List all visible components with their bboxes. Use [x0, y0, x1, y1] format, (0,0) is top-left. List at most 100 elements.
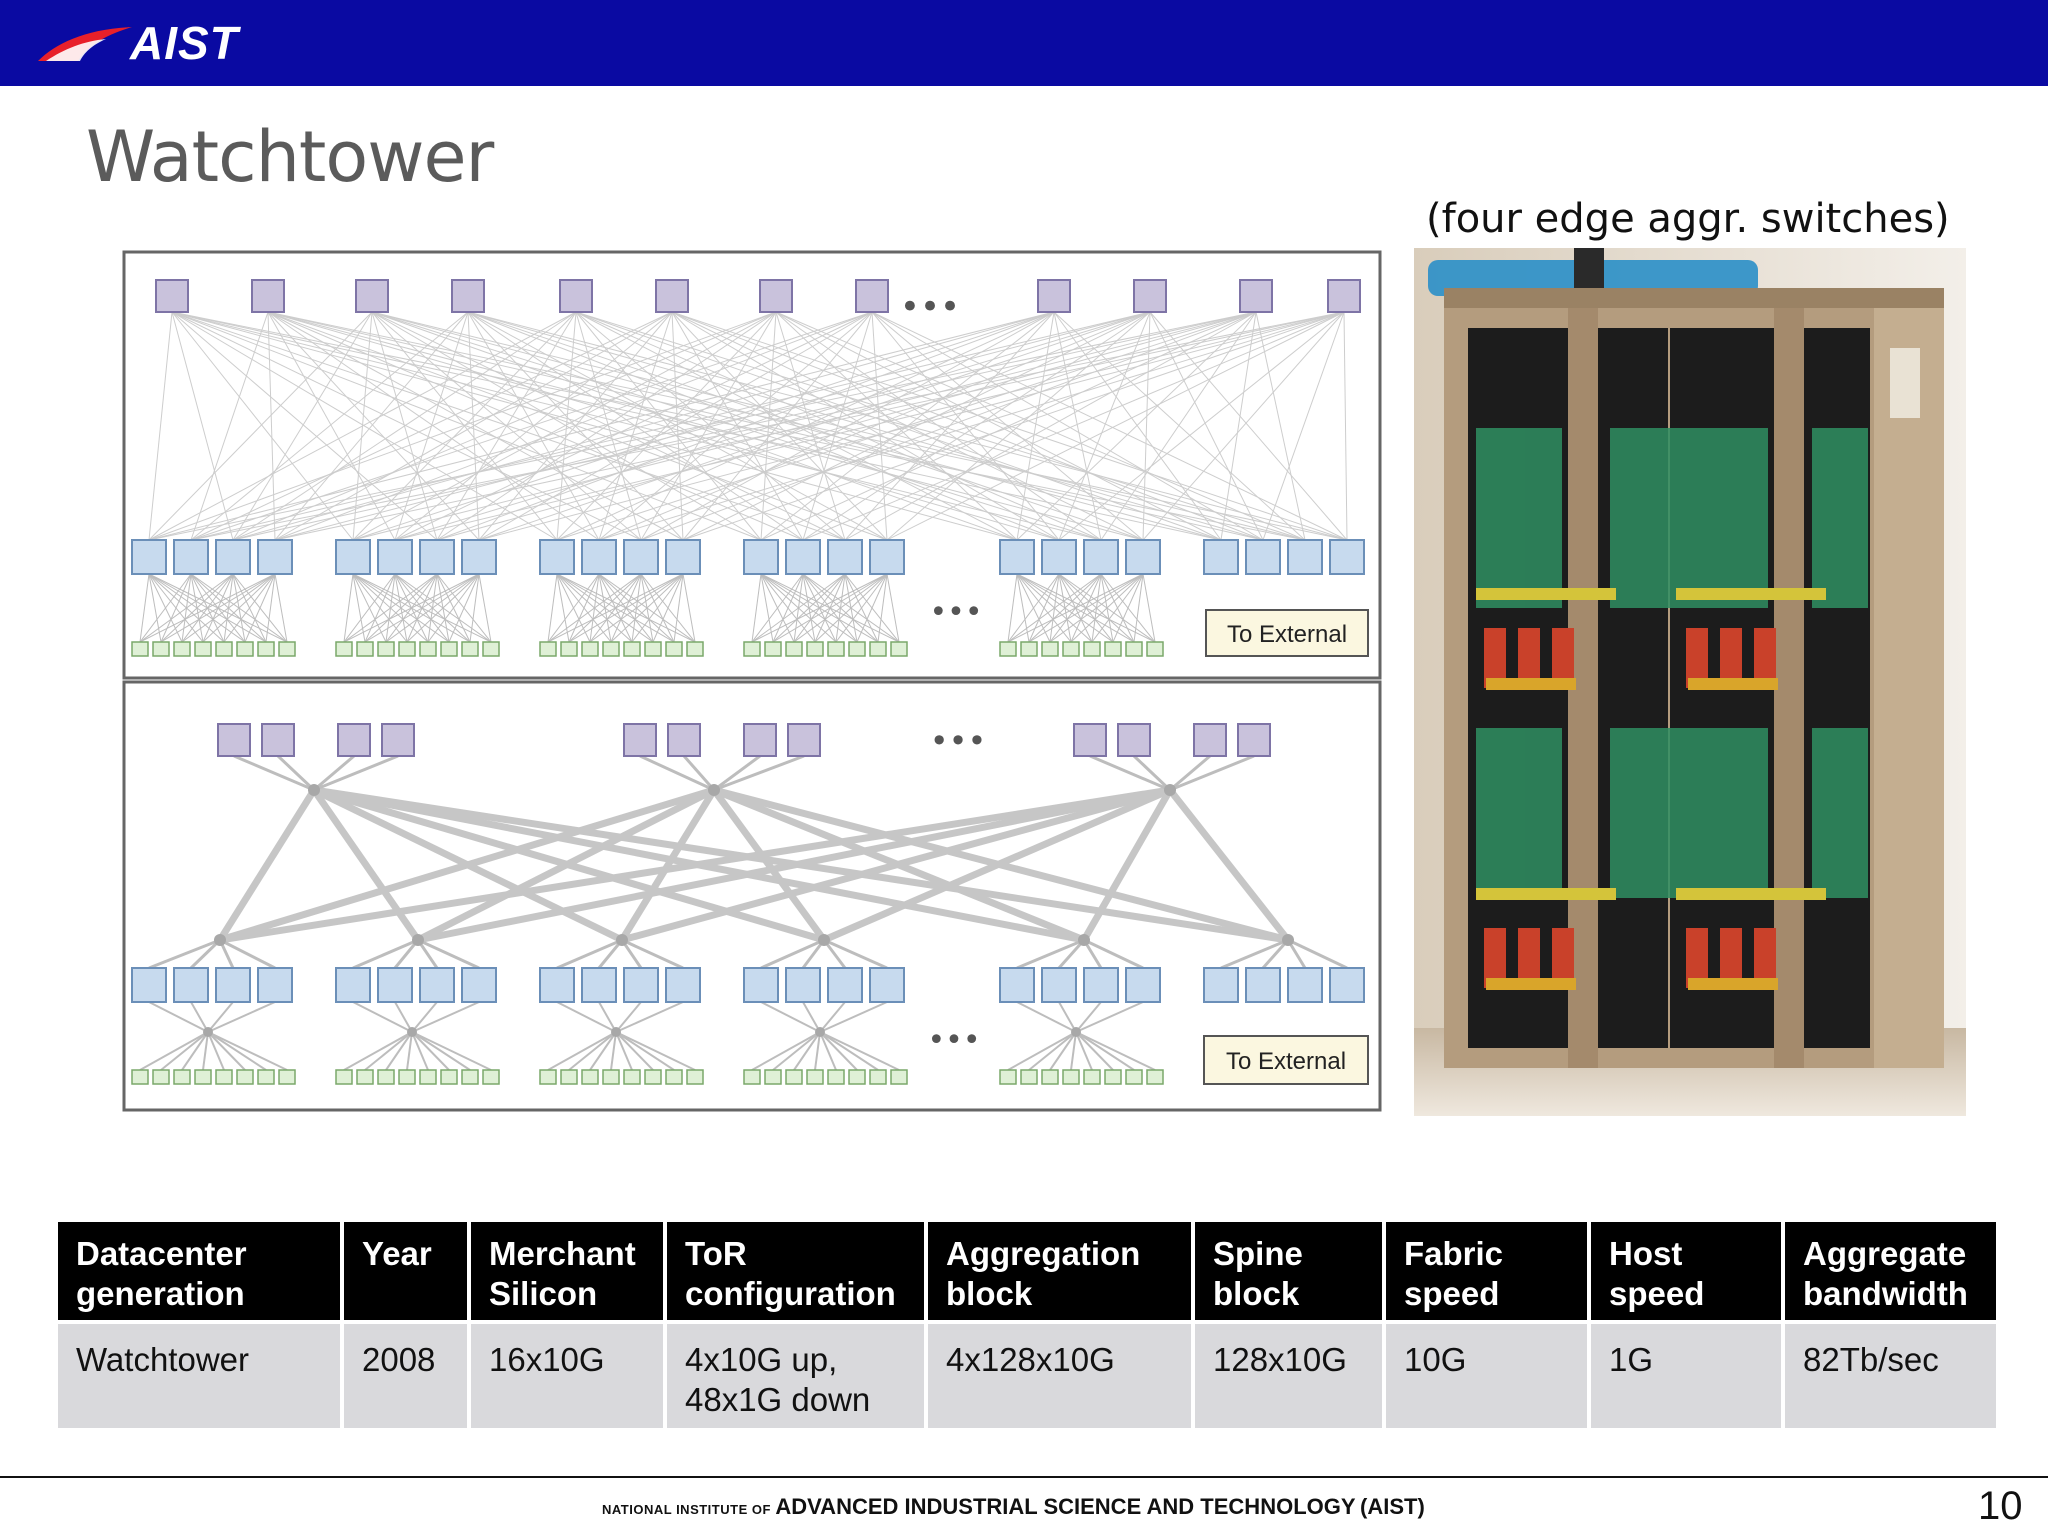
host-node	[743, 641, 761, 657]
table-cell: 1G	[1591, 1324, 1781, 1428]
aggregation-switch-node	[335, 539, 371, 575]
table-header-row: Datacenter generation Year Merchant Sili…	[58, 1222, 1996, 1320]
host-node	[1146, 641, 1164, 657]
aggregation-switch-node	[335, 967, 371, 1003]
host-node	[602, 641, 620, 657]
spine-switch-node	[261, 723, 295, 757]
host-node	[539, 1069, 557, 1085]
spine-hub-links	[233, 754, 1255, 792]
table-row: Watchtower 2008 16x10G 4x10G up, 48x1G d…	[58, 1324, 1996, 1428]
host-node	[1062, 1069, 1080, 1085]
aggregation-switch-node	[665, 539, 701, 575]
host-node	[623, 641, 641, 657]
host-node	[644, 1069, 662, 1085]
aggregation-switch-node	[623, 539, 659, 575]
host-node	[398, 641, 416, 657]
aggregation-switch-node	[215, 967, 251, 1003]
host-node	[152, 641, 170, 657]
aggregation-switch-node	[461, 967, 497, 1003]
diagram-panel-top	[122, 250, 1382, 680]
spine-switch-node	[559, 279, 593, 313]
aggregation-switch-node	[785, 967, 821, 1003]
host-node	[1146, 1069, 1164, 1085]
host-node	[890, 1069, 908, 1085]
host-node	[236, 641, 254, 657]
ellipsis-text: •••	[930, 722, 987, 760]
agg-host-links	[139, 1001, 1156, 1071]
aggregation-switch-node	[539, 967, 575, 1003]
aist-swoosh-icon	[38, 27, 132, 61]
aggregation-switch-node	[827, 539, 863, 575]
host-node	[827, 641, 845, 657]
junction-dot	[708, 784, 720, 796]
aggregation-switch-node	[1125, 967, 1161, 1003]
aggregation-switch-node	[1287, 539, 1323, 575]
aggregation-switch-node	[461, 539, 497, 575]
table-header-cell: Host speed	[1591, 1222, 1781, 1320]
table-cell: 2008	[344, 1324, 467, 1428]
logo-text: AIST	[130, 17, 239, 69]
aggregation-switch-node	[419, 539, 455, 575]
host-node	[665, 1069, 683, 1085]
host-node	[581, 1069, 599, 1085]
spine-switch-node	[655, 279, 689, 313]
junction-dot	[412, 934, 424, 946]
host-node	[623, 1069, 641, 1085]
spine-switch-node	[1237, 723, 1271, 757]
host-node	[785, 641, 803, 657]
host-node	[278, 641, 296, 657]
aggregation-switch-node	[257, 539, 293, 575]
ellipsis-text: •••	[929, 595, 982, 630]
aggregation-switch-node	[581, 539, 617, 575]
to-external-label: To External	[1226, 1048, 1346, 1075]
host-node	[560, 1069, 578, 1085]
aggregation-switch-node	[743, 967, 779, 1003]
host-node	[173, 1069, 191, 1085]
aggregation-switch-node	[377, 967, 413, 1003]
host-node	[806, 641, 824, 657]
spine-switch-node	[155, 279, 189, 313]
table-cell: Watchtower	[58, 1324, 340, 1428]
table-header-cell: Merchant Silicon	[471, 1222, 663, 1320]
header-bar: AIST	[0, 0, 2048, 86]
host-node	[686, 641, 704, 657]
aggregation-switch-node	[1083, 539, 1119, 575]
host-node	[278, 1069, 296, 1085]
spine-switch-node	[1073, 723, 1107, 757]
host-node	[644, 641, 662, 657]
table-header-cell: Year	[344, 1222, 467, 1320]
table-cell: 10G	[1386, 1324, 1587, 1428]
spine-switch-node	[667, 723, 701, 757]
host-node	[848, 1069, 866, 1085]
table-cell: 4x128x10G	[928, 1324, 1191, 1428]
junction-dot	[203, 1027, 213, 1037]
junction-dot	[1282, 934, 1294, 946]
host-node	[890, 641, 908, 657]
ellipsis-text: •••	[900, 287, 960, 327]
host-node	[869, 1069, 887, 1085]
host-node	[377, 641, 395, 657]
page-number: 10	[1978, 1484, 2023, 1528]
aggregation-switch-node	[999, 967, 1035, 1003]
table-header-cell: Aggregate bandwidth	[1785, 1222, 1996, 1320]
aggregation-switch-node	[173, 539, 209, 575]
spine-switch-node	[217, 723, 251, 757]
junction-dot	[815, 1027, 825, 1037]
host-node	[1020, 641, 1038, 657]
host-node	[335, 641, 353, 657]
photo-caption: (four edge aggr. switches)	[1426, 196, 1950, 242]
host-node	[131, 641, 149, 657]
junction-dot	[611, 1027, 621, 1037]
table-header-cell: Datacenter generation	[58, 1222, 340, 1320]
host-node	[194, 641, 212, 657]
host-node	[1062, 641, 1080, 657]
spine-switch-node	[623, 723, 657, 757]
host-node	[1020, 1069, 1038, 1085]
table-cell: 128x10G	[1195, 1324, 1382, 1428]
host-node	[1125, 1069, 1143, 1085]
host-node	[1104, 1069, 1122, 1085]
footer-abbr: (AIST)	[1360, 1494, 1425, 1519]
host-node	[335, 1069, 353, 1085]
junction-dot	[1078, 934, 1090, 946]
specs-table: Datacenter generation Year Merchant Sili…	[54, 1218, 2000, 1432]
